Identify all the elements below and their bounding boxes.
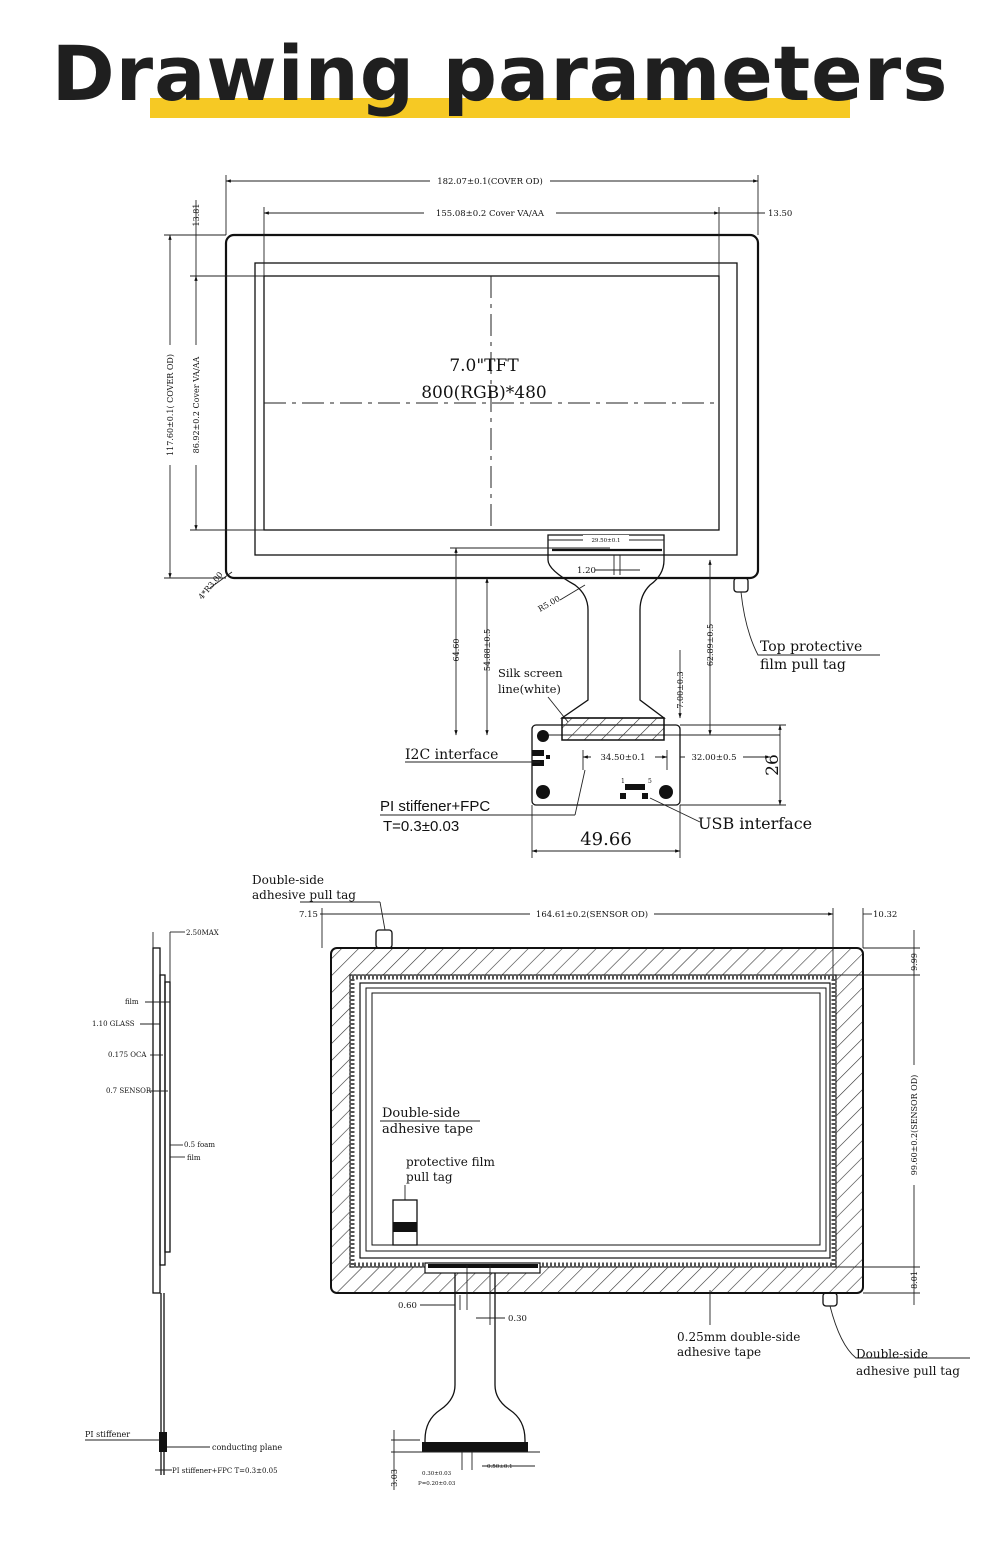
pin-pitch-dim: P=0.20±0.03 — [418, 1481, 456, 1487]
usb-pin-5: 5 — [648, 778, 652, 785]
dim-64: 64.60 — [452, 639, 461, 662]
dim-26: 26 — [763, 754, 783, 776]
pi-thickness-label: T=0.3±0.03 — [383, 818, 459, 835]
corner-radius-dim: 4*R3.00 — [197, 570, 225, 601]
fpc-radius-dim: R5.00 — [537, 594, 562, 614]
top-view: 7.0"TFT 800(RGB)*480 182.07±0.1(COVER OD… — [164, 174, 880, 858]
screen-resolution-label: 800(RGB)*480 — [421, 383, 547, 403]
usb-interface-label: USB interface — [698, 814, 812, 833]
bottom-margin-dim: 8.01 — [910, 1271, 919, 1289]
tape-025-label: 0.25mm double-side — [677, 1330, 800, 1344]
sensor-active-area — [365, 987, 827, 1252]
ds-pull-tag-label-2: adhesive pull tag — [252, 888, 356, 902]
tail-width-dim: 0.50±0.1 — [487, 1464, 513, 1470]
title-area: Drawing parameters — [0, 0, 1000, 140]
sensor-width-dim: 164.61±0.2(SENSOR OD) — [536, 909, 648, 920]
dim-34: 34.50±0.1 — [601, 753, 646, 763]
top-margin-dim: 13.81 — [192, 204, 201, 227]
dim-060: 0.60 — [398, 1301, 417, 1311]
ds-pull-tag-label: Double-side — [252, 873, 324, 887]
pi-stiffener-side-label: PI stiffener — [85, 1430, 130, 1439]
sensor-label: 0.7 SENSOR — [106, 1087, 152, 1095]
ds-pull-tag-right-label: Double-side — [856, 1347, 928, 1361]
tape-025-label-2: adhesive tape — [677, 1345, 761, 1359]
sensor-height-dim: 99.60±0.2(SENSOR OD) — [910, 1075, 919, 1175]
sensor-fpc — [424, 1273, 526, 1452]
top-margin-dim-bottom: 9.99 — [910, 953, 919, 971]
dim-303: 3.03 — [390, 1469, 399, 1487]
pi-fpc-side-label: PI stiffener+FPC T=0.3±0.05 — [172, 1467, 278, 1475]
conducting-plane-label: conducting plane — [212, 1443, 282, 1452]
fpc-top-width-dim: 29.50±0.1 — [591, 538, 620, 544]
top-pull-tag-label-2: film pull tag — [760, 657, 846, 673]
max-thickness-label: 2.50MAX — [186, 929, 219, 937]
dim-7: 7.00±0.3 — [676, 671, 685, 708]
tape-label: Double-side — [382, 1106, 460, 1121]
cover-od-width-dim: 182.07±0.1(COVER OD) — [437, 176, 543, 187]
title-highlight-bar — [150, 98, 850, 118]
cover-od-height-dim: 117.60±0.1( COVER OD) — [166, 354, 175, 456]
fpc-gap-dim: 1.20 — [577, 566, 596, 576]
dim-030: 0.30 — [508, 1314, 527, 1324]
glass-label: 1.10 GLASS — [92, 1020, 135, 1028]
i2c-interface-label: I2C interface — [405, 747, 498, 763]
cover-va-height-dim: 86.92±0.2 Cover VA/AA — [192, 356, 201, 453]
fpc-connector — [561, 717, 665, 741]
dim-54: 54.88±0.5 — [483, 629, 492, 671]
usb-pin-1: 1 — [621, 778, 625, 785]
dim-62: 62.89±0.5 — [706, 624, 715, 666]
page-title: Drawing parameters — [51, 29, 949, 118]
tape-label-2: adhesive tape — [382, 1122, 473, 1137]
film-label: film — [125, 998, 139, 1006]
silk-screen-label-2: line(white) — [498, 682, 561, 696]
fpc-cable — [547, 534, 666, 719]
left-margin-dim: 7.15 — [299, 910, 318, 920]
cover-va-width-dim: 155.08±0.2 Cover VA/AA — [436, 209, 545, 219]
cover-outline — [224, 233, 760, 580]
side-glass — [152, 947, 161, 1294]
top-pull-tag-label: Top protective — [760, 639, 862, 655]
screen-size-label: 7.0"TFT — [449, 356, 519, 376]
ds-pull-tag-right-label-2: adhesive pull tag — [856, 1364, 960, 1378]
protective-film-label: protective film — [406, 1155, 495, 1169]
pin-width-dim: 0.30±0.03 — [422, 1471, 452, 1477]
protective-film-label-2: pull tag — [406, 1170, 453, 1184]
pi-stiffener-label: PI stiffener+FPC — [380, 798, 490, 815]
foam-label: 0.5 foam — [184, 1141, 215, 1149]
dim-49: 49.66 — [580, 829, 632, 850]
cover-inner-outline — [254, 262, 738, 556]
silk-screen-label: Silk screen — [498, 666, 563, 680]
bottom-view: Double-side adhesive pull tag 164.61±0.2… — [252, 873, 970, 1490]
side-view: 2.50MAX film 1.10 GLASS 0.175 OCA 0.7 SE… — [85, 929, 282, 1475]
film-label-2: film — [187, 1154, 201, 1162]
right-margin-dim-bottom: 10.32 — [873, 910, 897, 920]
dim-32: 32.00±0.5 — [692, 753, 737, 763]
right-margin-dim: 13.50 — [768, 209, 792, 219]
oca-label: 0.175 OCA — [108, 1051, 147, 1059]
